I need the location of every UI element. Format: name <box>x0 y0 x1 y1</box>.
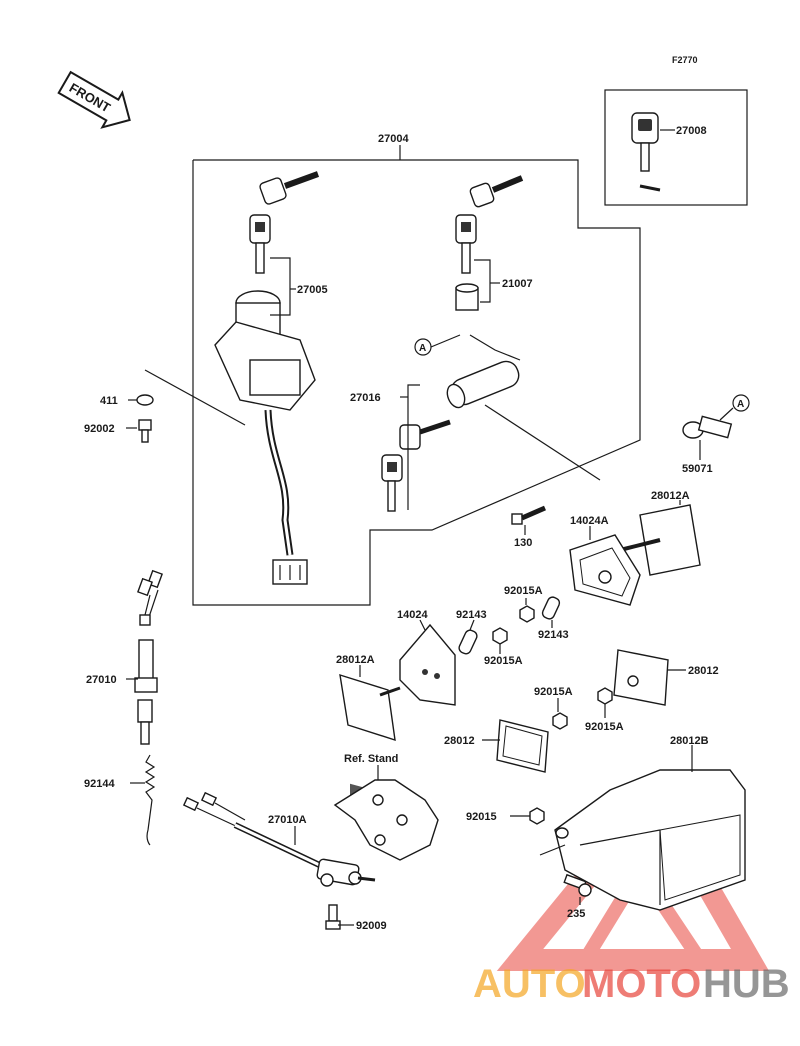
callout-a-right: A <box>737 399 744 410</box>
label-28012A-top: 28012A <box>651 490 690 502</box>
nut-92015A-4-icon <box>597 687 613 705</box>
label-92144: 92144 <box>84 778 115 790</box>
label-92002: 92002 <box>84 423 115 435</box>
lamp-28012-right-icon <box>613 649 669 706</box>
watermark-wordmark: AUTO MOTO HUB <box>473 962 790 1006</box>
lamp-28012-mid-icon <box>496 719 549 773</box>
label-92015A-1: 92015A <box>504 585 543 597</box>
bolt-92009-icon <box>325 904 341 930</box>
label-27005: 27005 <box>297 284 328 296</box>
bolt-130-icon <box>511 505 546 525</box>
watermark-auto: AUTO <box>473 962 586 1006</box>
figure-code: F2770 <box>672 55 698 65</box>
label-14024: 14024 <box>397 609 428 621</box>
ignition-switch-icon <box>214 290 316 585</box>
nut-92015A-3-icon <box>552 712 568 730</box>
watermark-hub: HUB <box>703 962 790 1006</box>
watermark-moto: MOTO <box>582 962 701 1006</box>
spacer-92143-left-icon <box>458 629 478 655</box>
assembly-outline <box>192 159 641 606</box>
lock-27016-icon <box>381 334 521 512</box>
label-59071: 59071 <box>682 463 713 475</box>
label-27010A: 27010A <box>268 814 307 826</box>
bolt-92002-icon <box>138 419 152 443</box>
switch-27010-icon <box>134 569 163 745</box>
screw-235-icon <box>563 873 592 897</box>
label-27004: 27004 <box>378 133 409 145</box>
bracket-59071-icon <box>682 415 733 439</box>
spacer-92143-right-icon <box>541 596 561 620</box>
label-28012A-left: 28012A <box>336 654 375 666</box>
housing-28012B-icon <box>554 769 746 911</box>
ref-stand-label: Ref. Stand <box>344 753 398 765</box>
label-235: 235 <box>567 908 585 920</box>
callout-a-left: A <box>419 343 426 354</box>
label-92143-1: 92143 <box>456 609 487 621</box>
switch-27010A-icon <box>182 791 376 887</box>
nut-92015A-icon <box>519 605 535 623</box>
nut-92015A-2-icon <box>492 627 508 645</box>
label-92143-2: 92143 <box>538 629 569 641</box>
housing-14024A-icon <box>569 534 641 606</box>
spring-92144-icon <box>144 754 156 846</box>
label-28012-mid: 28012 <box>444 735 475 747</box>
side-stand-icon <box>333 779 439 861</box>
label-92015: 92015 <box>466 811 497 823</box>
nut-92015-icon <box>529 807 545 825</box>
label-28012B: 28012B <box>670 735 709 747</box>
housing-14024-icon <box>399 623 456 706</box>
lamp-28012A-top-icon <box>619 504 701 576</box>
label-27016: 27016 <box>350 392 381 404</box>
label-411: 411 <box>100 395 118 407</box>
key-27008-icon <box>631 112 661 192</box>
label-92009: 92009 <box>356 920 387 932</box>
label-27010: 27010 <box>86 674 117 686</box>
label-130: 130 <box>514 537 532 549</box>
keys-27005-icon <box>249 171 320 274</box>
keys-21007-icon <box>455 175 524 311</box>
key-inset-box <box>604 89 748 206</box>
label-27008: 27008 <box>676 125 707 137</box>
label-14024A: 14024A <box>570 515 609 527</box>
label-92015A-2: 92015A <box>484 655 523 667</box>
label-92015A-4: 92015A <box>585 721 624 733</box>
label-28012-right: 28012 <box>688 665 719 677</box>
label-21007: 21007 <box>502 278 533 290</box>
front-arrow-icon: FRONT <box>57 70 131 129</box>
label-92015A-3: 92015A <box>534 686 573 698</box>
